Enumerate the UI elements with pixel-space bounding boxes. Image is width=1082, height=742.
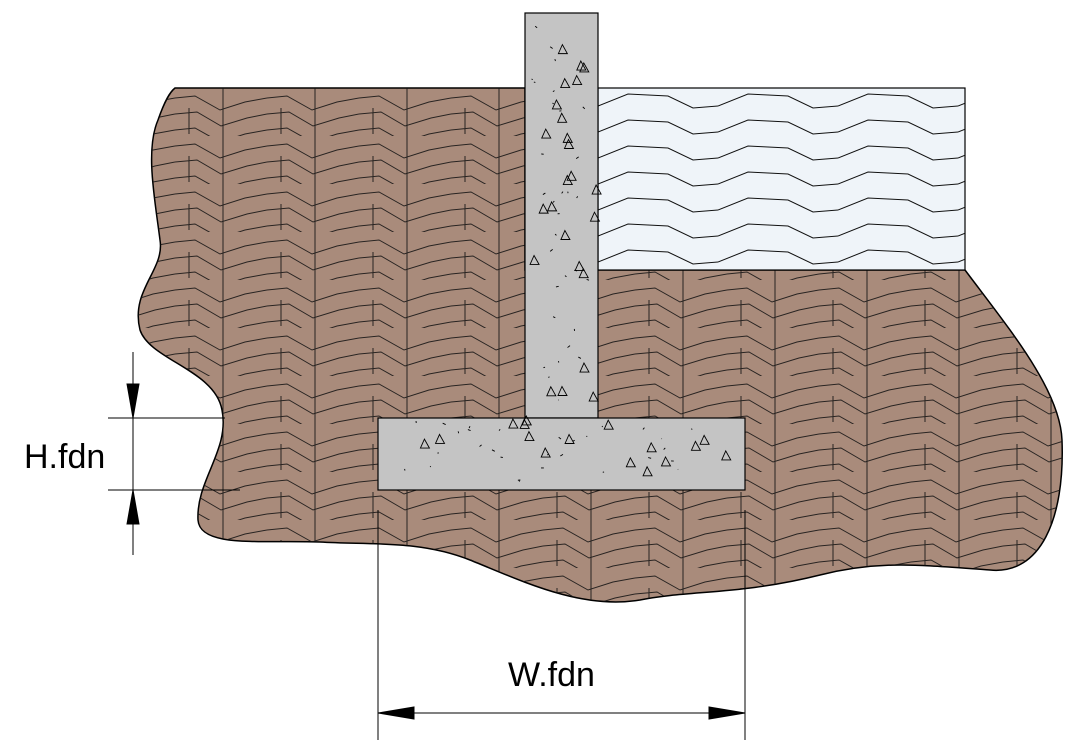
width-label: W.fdn	[508, 656, 595, 694]
aggregate-mark	[691, 428, 693, 430]
aggregate-mark	[699, 434, 710, 445]
aggregate-mark	[690, 440, 702, 451]
aggregate-mark	[575, 156, 579, 159]
aggregate-mark	[519, 418, 530, 429]
aggregate-mark	[442, 422, 446, 425]
aggregate-mark	[561, 191, 564, 194]
aggregate-mark	[603, 419, 614, 430]
aggregate-mark	[567, 345, 571, 348]
aggregate-mark	[549, 46, 553, 49]
aggregate-mark	[546, 200, 558, 212]
aggregate-mark	[576, 196, 579, 199]
aggregate-mark	[434, 433, 446, 444]
arrow-left-icon	[377, 706, 415, 720]
aggregate-mark	[457, 431, 460, 434]
aggregate-mark	[574, 260, 585, 271]
aggregate-mark	[576, 60, 587, 71]
aggregate-mark	[564, 275, 567, 278]
height-label: H.fdn	[24, 438, 105, 476]
arrow-up-icon	[126, 489, 140, 525]
aggregate-mark	[648, 457, 652, 459]
aggregate-mark	[531, 78, 533, 81]
aggregate-mark	[560, 229, 571, 240]
aggregate-mark	[555, 285, 559, 288]
aggregate-mark	[564, 433, 575, 444]
aggregate-mark	[551, 98, 563, 110]
aggregate-mark	[538, 203, 549, 214]
aggregate-mark	[625, 456, 637, 468]
aggregate-mark	[562, 132, 574, 143]
aggregate-mark	[558, 436, 562, 440]
aggregate-mark	[508, 418, 519, 429]
aggregate-mark	[579, 61, 590, 73]
aggregate-mark	[552, 316, 556, 319]
aggregate-mark	[578, 356, 582, 359]
aggregate-mark	[540, 447, 551, 458]
backfill	[597, 87, 966, 271]
aggregate-mark	[562, 174, 574, 185]
aggregate-mark	[552, 200, 555, 203]
footing	[377, 417, 746, 491]
height-dimension	[108, 352, 240, 555]
aggregate-mark	[534, 25, 538, 29]
aggregate-mark	[557, 385, 568, 396]
aggregate-mark	[721, 449, 732, 461]
aggregate-mark	[468, 425, 471, 429]
aggregate-mark	[571, 74, 583, 86]
aggregate-mark	[552, 102, 554, 105]
aggregate-mark	[579, 362, 590, 373]
aggregate-mark	[524, 430, 535, 442]
aggregate-mark	[557, 43, 569, 55]
aggregate-mark	[429, 465, 432, 468]
aggregate-mark	[549, 249, 553, 252]
aggregate-mark	[547, 454, 549, 456]
aggregate-mark	[548, 376, 550, 379]
aggregate-mark	[552, 90, 555, 93]
soil	[137, 87, 1063, 603]
aggregate-mark	[566, 170, 577, 181]
aggregate-mark	[572, 439, 575, 442]
aggregate-mark	[554, 233, 557, 236]
aggregate-mark	[563, 138, 575, 149]
aggregate-mark	[467, 429, 471, 431]
width-dimension	[377, 510, 746, 740]
aggregate-mark	[589, 211, 601, 222]
aggregate-mark	[663, 447, 666, 450]
aggregate-mark	[582, 106, 586, 110]
aggregate-mark	[601, 425, 604, 428]
aggregate-mark	[498, 429, 501, 431]
aggregate-mark	[542, 192, 546, 195]
aggregate-mark	[642, 465, 653, 477]
aggregate-mark	[541, 128, 552, 139]
aggregate-mark	[556, 112, 568, 123]
aggregate-mark	[642, 427, 645, 430]
aggregate-mark	[660, 455, 672, 467]
aggregate-mark	[588, 391, 599, 402]
aggregate-mark	[554, 58, 556, 62]
aggregate-mark	[560, 454, 564, 457]
aggregate-mark	[529, 254, 540, 265]
foundation-wall	[524, 12, 599, 419]
aggregate-mark	[560, 77, 571, 89]
aggregate-mark	[491, 449, 495, 452]
aggregate-mark	[419, 438, 431, 449]
aggregate-mark	[591, 184, 602, 195]
aggregate-mark	[586, 279, 590, 281]
concrete-aggregate-marks	[404, 25, 732, 482]
aggregate-mark	[578, 267, 589, 279]
aggregate-mark	[479, 444, 482, 447]
aggregate-mark	[546, 385, 557, 397]
arrow-right-icon	[708, 706, 746, 720]
aggregate-mark	[646, 441, 657, 453]
aggregate-mark	[521, 414, 533, 426]
arrow-down-icon	[126, 383, 140, 419]
